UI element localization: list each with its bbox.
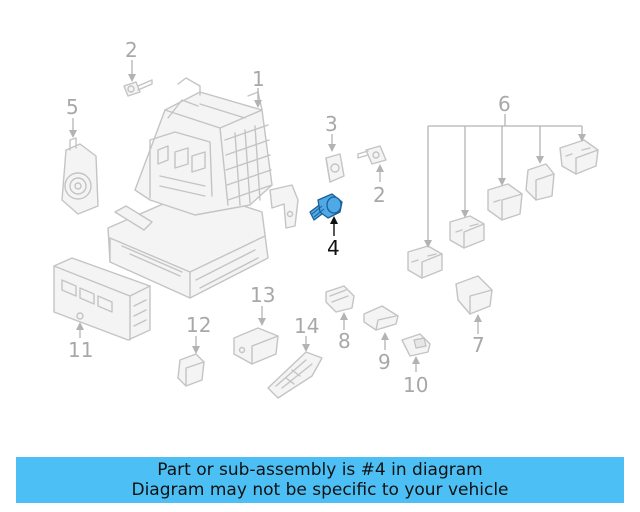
part-5-buzzer — [61, 137, 99, 215]
part-1-fuse-box — [107, 77, 299, 299]
callout-2-right: 2 — [373, 183, 386, 207]
callout-5: 5 — [66, 95, 79, 119]
part-14-holder — [267, 351, 323, 399]
callout-13: 13 — [250, 283, 275, 307]
callout-14: 14 — [294, 314, 319, 338]
part-2-bolt-top — [123, 79, 153, 97]
part-10-clip — [401, 333, 431, 357]
callout-labels: 1 2 2 3 4 5 6 7 8 9 10 11 12 13 14 — [66, 38, 511, 397]
callout-2-top: 2 — [125, 38, 138, 62]
callout-12: 12 — [186, 313, 211, 337]
banner-line-disclaimer: Diagram may not be specific to your vehi… — [131, 480, 509, 500]
part-8-terminal — [325, 285, 355, 313]
part-7-connector — [455, 275, 493, 315]
leader-lines — [69, 60, 586, 372]
parts-diagram: 1 2 2 3 4 5 6 7 8 9 10 11 12 13 14 — [53, 38, 599, 399]
part-6-relays — [407, 139, 599, 279]
callout-7: 7 — [472, 333, 485, 357]
callout-8: 8 — [338, 329, 351, 353]
callout-11: 11 — [68, 338, 93, 362]
part-9-bracket — [363, 305, 399, 331]
callout-10: 10 — [403, 373, 428, 397]
callout-3: 3 — [325, 112, 338, 136]
part-12-sensor — [177, 353, 205, 387]
part-2-bolt-right — [357, 145, 387, 165]
callout-1: 1 — [252, 67, 265, 91]
part-11-control-module — [53, 257, 151, 341]
info-banner: Part or sub-assembly is #4 in diagram Di… — [16, 457, 624, 503]
part-4-bolt-highlighted[interactable] — [309, 193, 343, 221]
callout-9: 9 — [378, 350, 391, 374]
callout-6: 6 — [498, 92, 511, 116]
part-13-relay — [233, 327, 279, 365]
callout-4: 4 — [327, 236, 340, 260]
part-3-clip-nut — [325, 153, 345, 183]
banner-line-part: Part or sub-assembly is #4 in diagram — [157, 460, 483, 480]
